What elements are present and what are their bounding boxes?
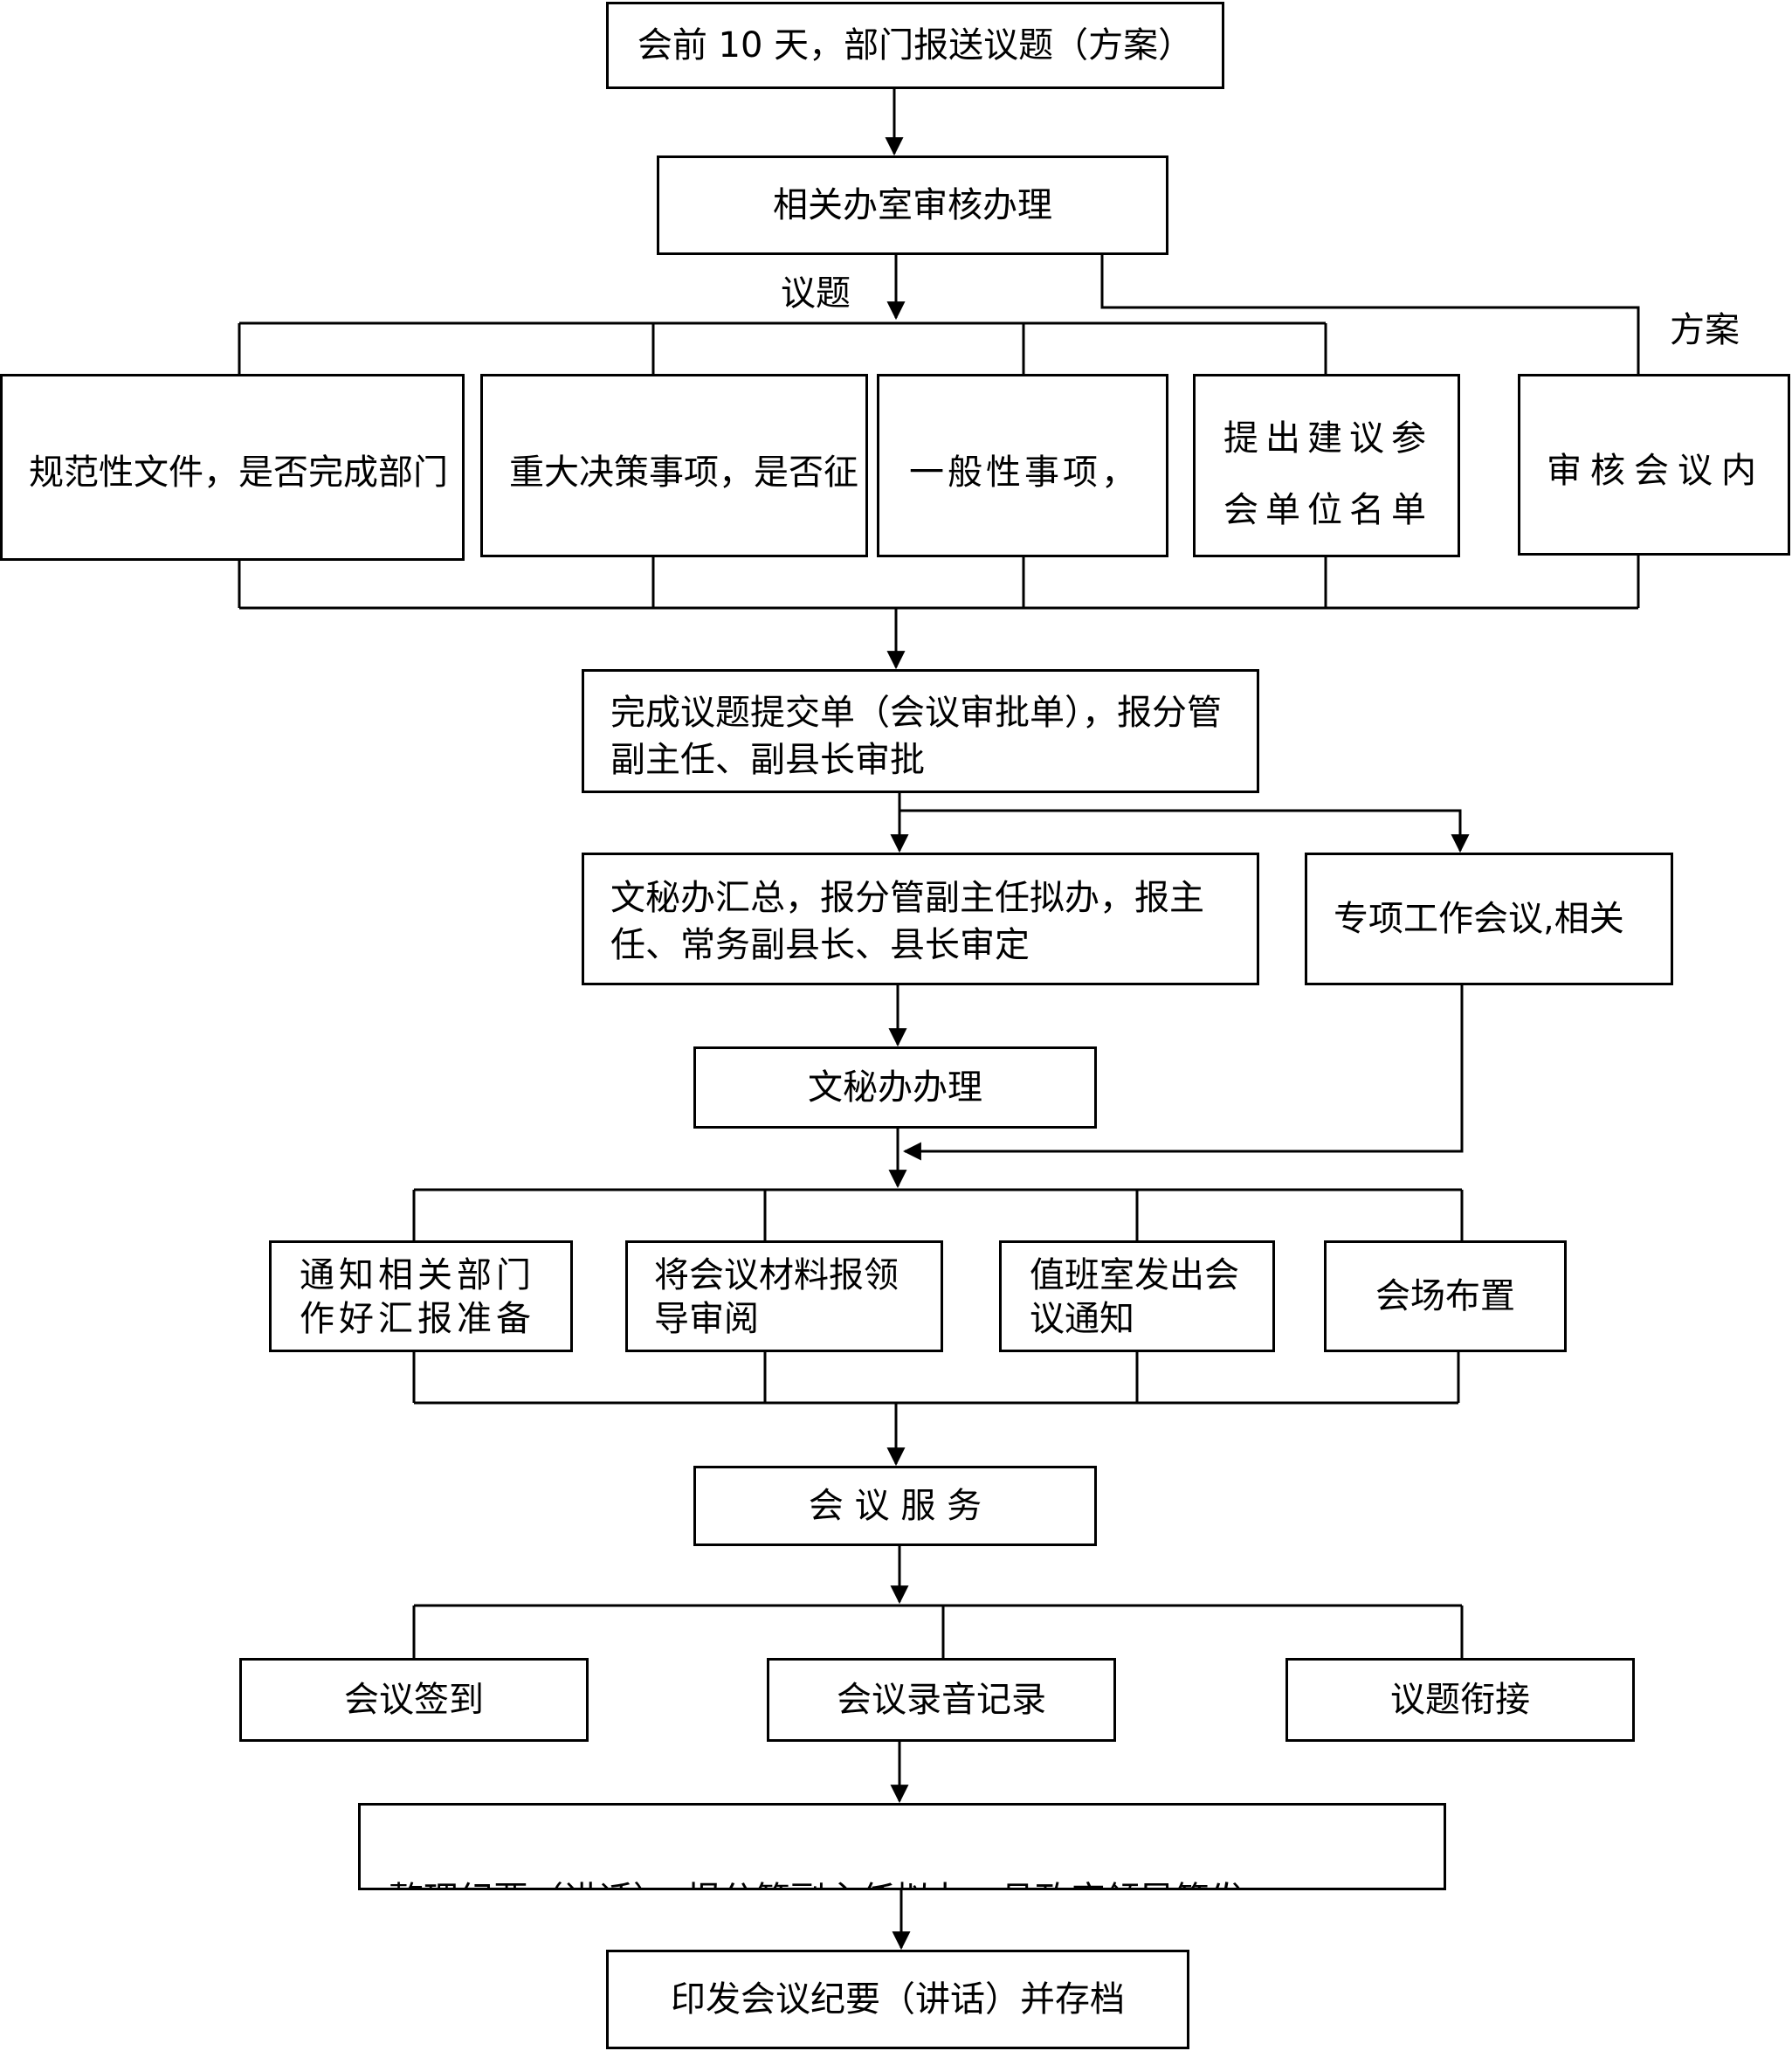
node-normative-docs-text: 规范性文件，是否完成部门会签，公开意见审查，合法 — [29, 452, 448, 558]
node-meeting-signin: 会议签到 — [239, 1658, 589, 1742]
node-submission-form: 完成议题提交单（会议审批单），报分管副主任、副县长审批 — [582, 669, 1259, 793]
node-meeting-service: 会 议 服 务 — [693, 1466, 1097, 1546]
node-meeting-recording-text: 会议录音记录 — [837, 1680, 1046, 1720]
node-materials-review: 将会议材料报领导审阅 — [625, 1240, 943, 1352]
node-major-decisions-text: 重大决策事项，是否征询意见，协调，听 — [509, 452, 858, 493]
node-submission-form-text: 完成议题提交单（会议审批单），报分管副主任、副县长审批 — [610, 693, 1222, 780]
plan-path — [1100, 255, 1640, 374]
node-normative-docs: 规范性文件，是否完成部门会签，公开意见审查，合法 — [0, 374, 465, 561]
arrow-n3-n5 — [899, 809, 1470, 853]
node-venue-setup-text: 会场布置 — [1375, 1276, 1515, 1316]
node-compile-minutes: 整理纪要（讲话），报分管副主任拟办，县政府领导签发 — [358, 1803, 1446, 1890]
node-suggest-attendees-text: 提出建议参会单位名单 — [1223, 418, 1433, 530]
node-general-matters: 一般性事项，相关部门是否 — [877, 374, 1168, 557]
node-special-meeting: 专项工作会议,相关 — [1305, 853, 1673, 985]
node-review-content-text: 审核会议内容，规模，议 — [1547, 451, 1765, 491]
node-notify-departments: 通知相关部门作好汇报准备 — [269, 1240, 573, 1352]
node-compile-minutes-text: 整理纪要（讲话），报分管副主任拟办，县政府领导签发 — [389, 1847, 1444, 1888]
node-review-content: 审核会议内容，规模，议 — [1518, 374, 1790, 556]
node-secretariat-handle: 文秘办办理 — [693, 1046, 1097, 1129]
node-meeting-signin-text: 会议签到 — [344, 1680, 484, 1720]
node-meeting-service-text: 会 议 服 务 — [808, 1486, 982, 1526]
node-topic-linkage: 议题衔接 — [1285, 1658, 1635, 1742]
node-notify-departments-text: 通知相关部门作好汇报准备 — [300, 1255, 535, 1339]
node-issue-minutes-text: 印发会议纪要（讲话）并存档 — [671, 1979, 1125, 2020]
label-topic: 议题 — [781, 273, 851, 314]
node-topic-linkage-text: 议题衔接 — [1390, 1680, 1530, 1720]
node-submit-topics-text: 会前 10 天，部门报送议题（方案） — [637, 25, 1194, 66]
node-office-review: 相关办室审核办理 — [657, 155, 1168, 255]
node-suggest-attendees: 提出建议参会单位名单 — [1193, 374, 1460, 557]
node-secretariat-summary-text: 文秘办汇总，报分管副主任拟办，报主任、常务副县长、县长审定 — [610, 878, 1204, 965]
node-materials-review-text: 将会议材料报领导审阅 — [654, 1255, 899, 1339]
node-venue-setup: 会场布置 — [1324, 1240, 1567, 1352]
node-issue-minutes: 印发会议纪要（讲话）并存档 — [606, 1950, 1189, 2049]
node-submit-topics: 会前 10 天，部门报送议题（方案） — [606, 2, 1224, 89]
node-meeting-recording: 会议录音记录 — [767, 1658, 1116, 1742]
label-plan: 方案 — [1670, 310, 1740, 350]
node-secretariat-handle-text: 文秘办办理 — [808, 1067, 982, 1108]
node-secretariat-summary: 文秘办汇总，报分管副主任拟办，报主任、常务副县长、县长审定 — [582, 853, 1259, 985]
node-special-meeting-text: 专项工作会议,相关 — [1334, 899, 1624, 939]
node-general-matters-text: 一般性事项，相关部门是否 — [909, 452, 1140, 493]
node-major-decisions: 重大决策事项，是否征询意见，协调，听 — [480, 374, 868, 557]
arrow-n5-join — [902, 985, 1464, 1161]
node-duty-notice: 值班室发出会议通知 — [999, 1240, 1275, 1352]
node-duty-notice-text: 值班室发出会议通知 — [1030, 1255, 1239, 1339]
node-office-review-text: 相关办室审核办理 — [773, 185, 1052, 225]
